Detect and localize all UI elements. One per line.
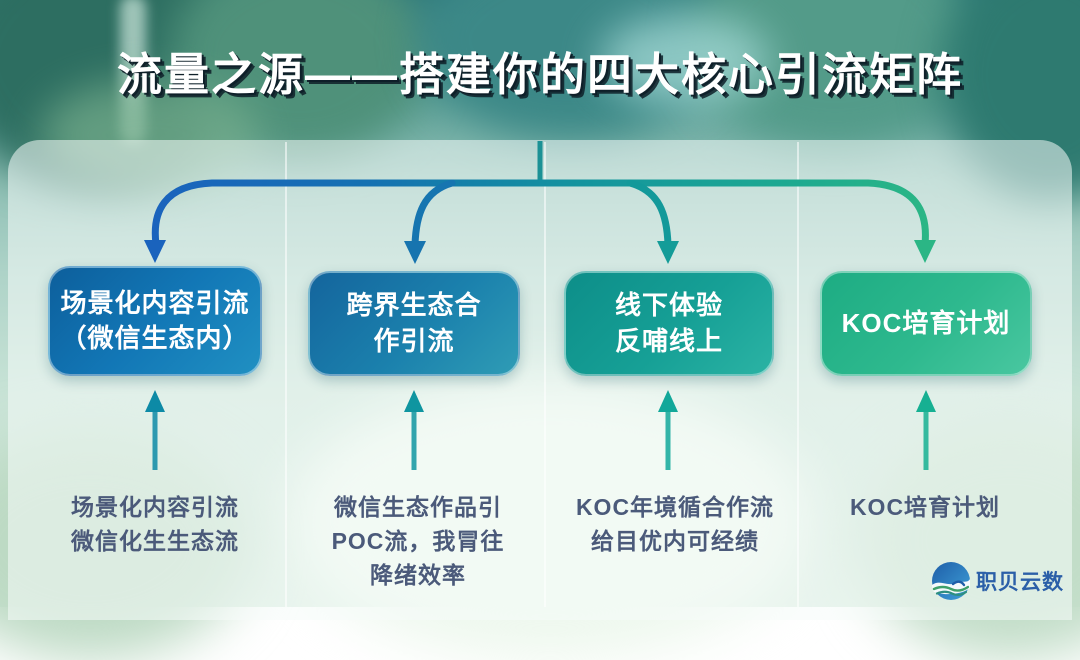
column-divider [797, 142, 799, 607]
note-koc-program: KOC培育计划 [849, 494, 1001, 520]
flow-node-label: KOC培育计划 [841, 307, 1011, 338]
flow-node-label: 跨界生态合 作引流 [346, 290, 482, 356]
column-divider [544, 142, 546, 607]
slide-title: 流量之源——搭建你的四大核心引流矩阵 [116, 49, 963, 100]
flow-node-label: 线下体验 反哺线上 [614, 290, 723, 356]
brand-logo: 职贝云数 [931, 561, 1064, 601]
flow-node-scenario-content: 场景化内容引流 （微信生态内） [48, 266, 262, 376]
note-crossover-coop: 微信生态作品引 POC流，我冐往 降绪效率 [331, 494, 505, 588]
note-scenario-content: 场景化内容引流 微信化生生态流 [71, 494, 239, 554]
flow-node-koc-program: KOC培育计划 [820, 271, 1032, 376]
flow-node-label: 场景化内容引流 （微信生态内） [60, 287, 250, 353]
flow-node-crossover-coop: 跨界生态合 作引流 [308, 271, 520, 376]
flow-node-offline-experience: 线下体验 反哺线上 [564, 271, 774, 376]
logo-mark-icon [932, 562, 970, 600]
sky-blob [600, 15, 770, 105]
note-offline-experience: KOC年境循合作流 给目优内可经绩 [575, 494, 775, 554]
brand-name: 职贝云数 [976, 571, 1064, 594]
column-divider [285, 142, 287, 607]
